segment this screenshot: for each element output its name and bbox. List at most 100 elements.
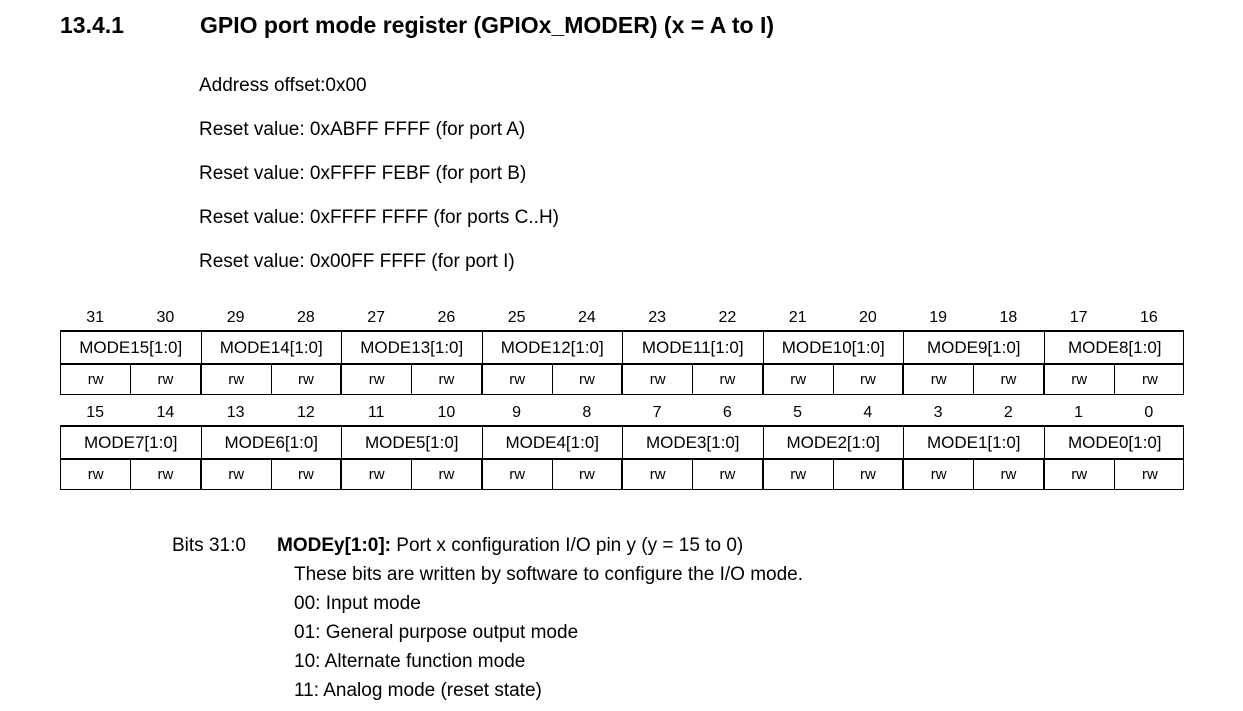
access-cell: rw: [1141, 466, 1158, 483]
bit-number: 1: [1074, 404, 1084, 421]
bit-number: 10: [437, 404, 456, 421]
access-cell: rw: [412, 365, 483, 394]
access-cell: rw: [974, 365, 1045, 394]
access-row-low: rw rw rw rw rw rw rw rw rw rw rw rw rw r…: [61, 460, 1183, 489]
access-cell: rw: [553, 460, 623, 489]
access-row-high: rw rw rw rw rw rw rw rw rw rw rw rw rw r…: [61, 365, 1183, 394]
access-cell: rw: [483, 460, 553, 489]
register-field-cell: MODE0[1:0]: [1067, 432, 1162, 452]
access-cell: rw: [272, 365, 342, 394]
access-cell: rw: [131, 460, 202, 489]
field-name-row-low: MODE7[1:0] MODE6[1:0] MODE5[1:0] MODE4[1…: [61, 427, 1183, 460]
bit-number: 5: [793, 404, 803, 421]
section-number: 13.4.1: [60, 12, 124, 38]
address-offset-line: Address offset:0x00: [199, 75, 367, 96]
bit-number: 2: [1003, 404, 1013, 421]
bit-number: 14: [156, 404, 175, 421]
detail-line: 00: Input mode: [294, 593, 421, 614]
register-field-cell: MODE9[1:0]: [904, 332, 1045, 363]
register-field-cell: MODE15[1:0]: [61, 332, 202, 363]
detail-line: 01: General purpose output mode: [294, 622, 579, 643]
bit-number: 8: [582, 404, 592, 421]
register-field-cell: MODE8[1:0]: [1067, 337, 1162, 357]
bit-number: 15: [86, 404, 105, 421]
access-cell: rw: [1141, 371, 1158, 388]
bit-field-summary: Port x configuration I/O pin y (y = 15 t…: [391, 535, 744, 556]
bit-number: 16: [1139, 309, 1158, 326]
field-name-row-high: MODE15[1:0] MODE14[1:0] MODE13[1:0] MODE…: [61, 332, 1183, 365]
register-field-cell: MODE3[1:0]: [623, 427, 764, 458]
bit-number: 18: [999, 309, 1018, 326]
access-cell: rw: [904, 365, 975, 394]
access-cell: rw: [483, 365, 553, 394]
access-cell: rw: [131, 365, 202, 394]
access-cell: rw: [1045, 460, 1115, 489]
bit-number: 19: [929, 309, 948, 326]
bit-number: 25: [507, 309, 526, 326]
access-cell: rw: [764, 365, 834, 394]
bit-number: 4: [863, 404, 873, 421]
reset-value-port-i-line: Reset value: 0x00FF FFFF (for port I): [199, 251, 515, 272]
access-cell: rw: [904, 460, 975, 489]
bit-number: 26: [437, 309, 456, 326]
register-grid-low: MODE7[1:0] MODE6[1:0] MODE5[1:0] MODE4[1…: [60, 425, 1184, 490]
register-field-cell: MODE7[1:0]: [61, 427, 202, 458]
bit-field-name: MODEy[1:0]:: [277, 535, 392, 556]
register-field-cell: MODE2[1:0]: [764, 427, 904, 458]
bit-number: 31: [86, 309, 105, 326]
access-cell: rw: [553, 365, 623, 394]
bit-number: 22: [718, 309, 737, 326]
reset-value-port-b-line: Reset value: 0xFFFF FEBF (for port B): [199, 163, 527, 184]
access-cell: rw: [693, 365, 764, 394]
bit-number-row-high: 31 30 29 28 27 26 25 24 23 22 21 20 19 1…: [60, 308, 1184, 330]
bit-number: 13: [226, 404, 245, 421]
access-cell: rw: [202, 460, 272, 489]
bit-range-line: Bits 31:0 MODEy[1:0]: Port x configuratio…: [172, 532, 803, 560]
bit-number-row-low: 15 14 13 12 11 10 9 8 7 6 5 4 3 2 1 0: [60, 403, 1184, 425]
register-field-cell: MODE1[1:0]: [904, 427, 1045, 458]
bit-number: 24: [577, 309, 596, 326]
bit-number: 7: [652, 404, 662, 421]
bit-number: 21: [788, 309, 807, 326]
access-cell: rw: [412, 460, 483, 489]
detail-line: These bits are written by software to co…: [294, 564, 804, 585]
bit-number: 28: [296, 309, 315, 326]
access-cell: rw: [342, 365, 413, 394]
bit-number: 23: [648, 309, 667, 326]
access-cell: rw: [693, 460, 764, 489]
reset-value-port-a-line: Reset value: 0xABFF FFFF (for port A): [199, 119, 526, 140]
access-cell: rw: [974, 460, 1045, 489]
bit-number: 20: [858, 309, 877, 326]
bit-number: 6: [722, 404, 732, 421]
register-field-cell: MODE14[1:0]: [202, 332, 342, 363]
bit-number: 9: [512, 404, 522, 421]
bit-number: 29: [226, 309, 245, 326]
register-field-cell: MODE6[1:0]: [202, 427, 342, 458]
detail-line: 10: Alternate function mode: [294, 651, 526, 672]
bit-number: 30: [156, 309, 175, 326]
access-cell: rw: [202, 365, 272, 394]
reset-value-ports-ch-line: Reset value: 0xFFFF FFFF (for ports C..H…: [199, 207, 559, 228]
access-cell: rw: [834, 460, 904, 489]
bit-number: 12: [296, 404, 315, 421]
page-title: 13.4.1 GPIO port mode register (GPIOx_MOD…: [60, 12, 774, 39]
access-cell: rw: [623, 365, 694, 394]
register-intro-block: Address offset:0x00 Reset value: 0xABFF …: [199, 64, 559, 284]
access-cell: rw: [272, 460, 342, 489]
register-grid-high: MODE15[1:0] MODE14[1:0] MODE13[1:0] MODE…: [60, 330, 1184, 395]
access-cell: rw: [342, 460, 413, 489]
bit-range-label: Bits 31:0: [172, 535, 246, 556]
bit-field-description: Bits 31:0 MODEy[1:0]: Port x configuratio…: [172, 532, 803, 705]
register-field-cell: MODE5[1:0]: [342, 427, 483, 458]
register-field-cell: MODE4[1:0]: [483, 427, 623, 458]
bit-number: 27: [367, 309, 386, 326]
register-field-cell: MODE10[1:0]: [764, 332, 904, 363]
bit-number: 0: [1144, 404, 1154, 421]
access-cell: rw: [623, 460, 694, 489]
section-title: GPIO port mode register (GPIOx_MODER) (x…: [200, 12, 775, 38]
access-cell: rw: [764, 460, 834, 489]
access-cell: rw: [61, 365, 132, 394]
access-cell: rw: [834, 365, 904, 394]
register-table-low: 15 14 13 12 11 10 9 8 7 6 5 4 3 2 1 0 MO…: [60, 403, 1184, 490]
bit-field-detail-lines: These bits are written by software to co…: [294, 560, 803, 705]
